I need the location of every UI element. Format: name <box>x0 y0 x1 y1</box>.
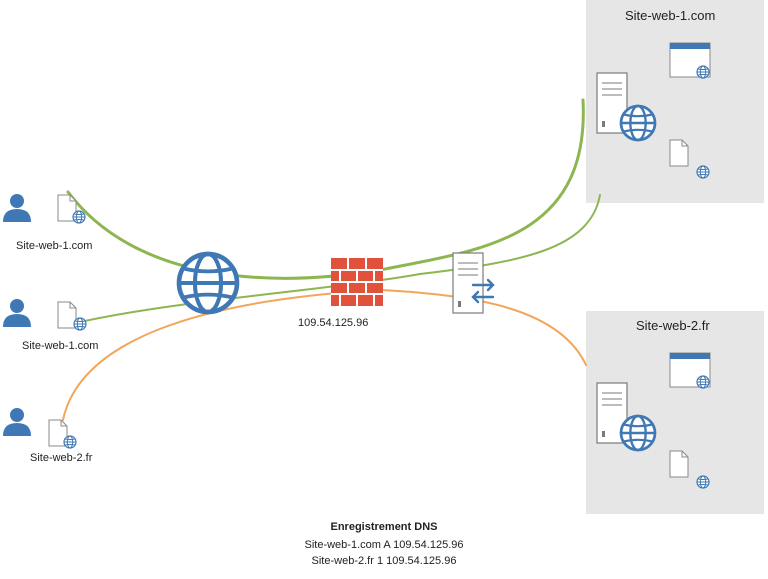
firewall-ip: 109.54.125.96 <box>298 317 368 329</box>
document-icon <box>669 139 689 167</box>
globe-icon <box>696 375 710 389</box>
globe-icon <box>696 65 710 79</box>
globe-icon <box>696 165 710 179</box>
user-icon <box>3 194 31 222</box>
server-box-title: Site-web-1.com <box>625 8 715 23</box>
internet-globe <box>179 254 237 312</box>
client-label: Site-web-1.com <box>22 340 98 352</box>
firewall: 109.54.125.96 <box>298 258 383 329</box>
route-thin-site1 <box>79 194 601 323</box>
route-thick-site1 <box>66 98 585 280</box>
document-icon <box>669 450 689 478</box>
server-group-site2: Site-web-2.fr <box>596 318 711 489</box>
firewall-icon <box>331 258 383 306</box>
user-icon <box>3 408 31 436</box>
user-icon <box>3 299 31 327</box>
globe-icon <box>73 317 87 331</box>
client-label: Site-web-1.com <box>16 240 92 252</box>
proxy-server <box>452 252 495 314</box>
dns-record-2: Site-web-2.fr 1 109.54.125.96 <box>311 555 457 567</box>
globe-icon <box>619 104 657 142</box>
client-label: Site-web-2.fr <box>30 452 93 464</box>
server-box-title: Site-web-2.fr <box>636 318 710 333</box>
document-icon <box>57 301 77 329</box>
route-site2 <box>62 288 587 421</box>
globe-icon <box>619 414 657 452</box>
globe-icon <box>63 435 77 449</box>
dns-record-1: Site-web-1.com A 109.54.125.96 <box>304 539 464 551</box>
swap-arrows-icon <box>471 278 495 304</box>
client-2: Site-web-1.com <box>3 299 98 352</box>
globe-icon <box>696 475 710 489</box>
client-1: Site-web-1.com <box>3 194 92 252</box>
server-group-site1: Site-web-1.com <box>596 8 715 179</box>
server-icon <box>452 252 484 314</box>
client-3: Site-web-2.fr <box>3 408 93 464</box>
globe-icon <box>179 254 237 312</box>
dns-title: Enregistrement DNS <box>330 521 438 533</box>
globe-icon <box>72 210 86 224</box>
